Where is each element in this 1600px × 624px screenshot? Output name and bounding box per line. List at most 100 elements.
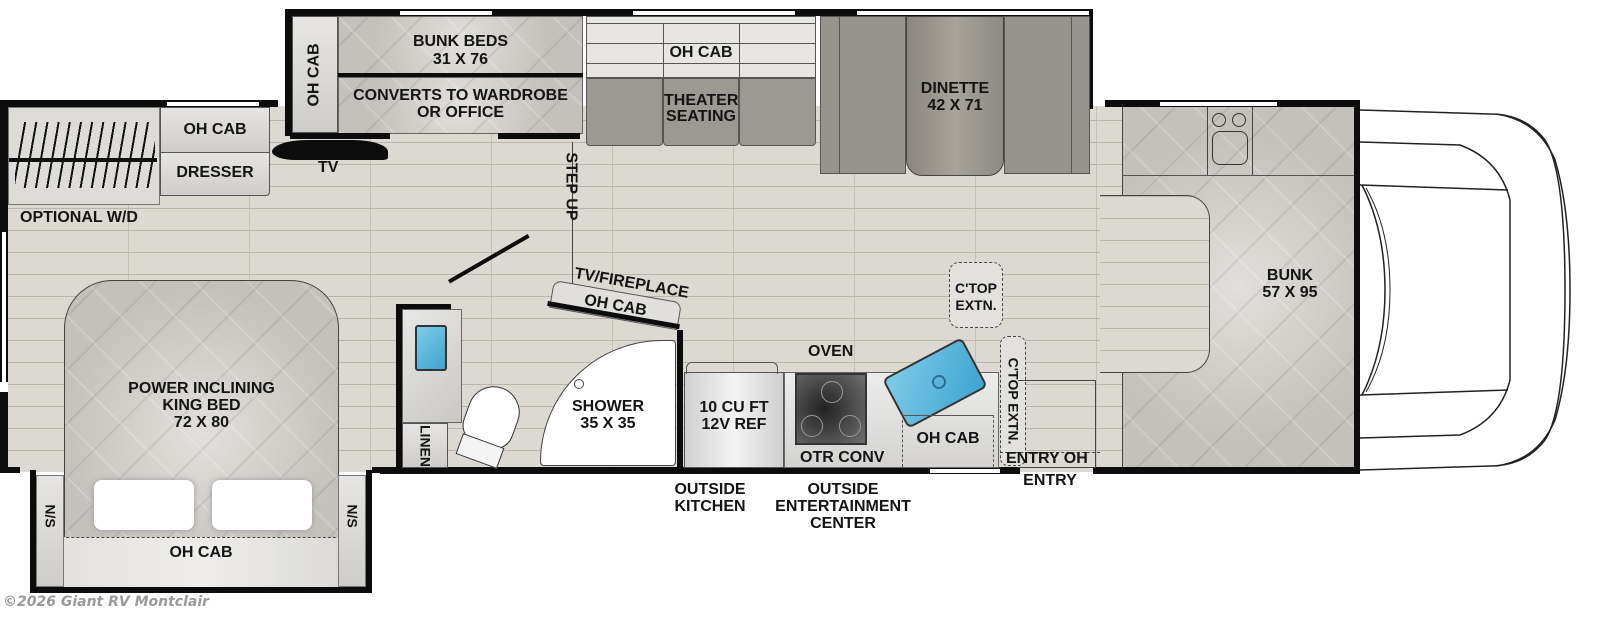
linen-label: LINEN: [417, 424, 434, 467]
theater-seat-center: THEATER SEATING: [663, 78, 739, 146]
bunk-convert-line1: CONVERTS TO WARDROBE: [353, 87, 568, 104]
theater-oh-cab-label: OH CAB: [669, 44, 733, 61]
pillow-left-icon: [94, 480, 194, 530]
entry-oh-label: ENTRY OH: [1006, 450, 1088, 467]
cab-aisle-floor: [1100, 195, 1210, 373]
otr-conv-label: OTR CONV: [800, 449, 885, 466]
theater-seat-left: [586, 78, 663, 146]
entry-label: ENTRY: [1023, 472, 1077, 489]
step-up-label: STEP UP: [562, 152, 580, 221]
rear-oh-cab: OH CAB: [160, 107, 270, 153]
theater-seating-line1: THEATER: [664, 92, 739, 109]
step-up-line: [572, 142, 573, 284]
ctop-extn-upper-line2: EXTN.: [955, 297, 997, 313]
dresser: DRESSER: [160, 152, 270, 196]
bath-wall-left: [396, 306, 402, 470]
bunk-bed-lower: CONVERTS TO WARDROBE OR OFFICE: [338, 77, 583, 134]
watermark: ©2026 Giant RV Montclair: [3, 594, 210, 610]
dinette-size: 42 X 71: [927, 97, 983, 114]
king-bed-line1: POWER INCLINING: [128, 380, 275, 397]
outside-entertainment-line3: CENTER: [810, 515, 876, 532]
front-bunk-title: BUNK: [1266, 267, 1314, 284]
fridge-door-top: [686, 362, 778, 374]
tv-icon: [272, 140, 388, 160]
bottom-wall-mid: [380, 467, 1000, 474]
rear-wall-lower: [0, 392, 8, 472]
top-wall-rear: [0, 100, 278, 107]
theater-oh-cab: OH CAB: [586, 16, 816, 79]
bed-slide-wall-left: [30, 470, 36, 593]
refrigerator: 10 CU FT 12V REF: [684, 372, 784, 468]
king-bed-line2: KING BED: [162, 397, 241, 414]
outside-kitchen-line1: OUTSIDE: [674, 481, 746, 498]
shower-wall-right: [677, 330, 683, 470]
bottom-wall-rear-a: [0, 467, 20, 473]
bed-slide-wall-right: [366, 470, 372, 593]
nightstand-left-label: N/S: [42, 503, 59, 528]
theater-seat-right: [739, 78, 816, 146]
bunk-slide-wall-bottom-a: [290, 133, 390, 139]
entry-oh-cab: [1000, 452, 1100, 468]
bottom-wall-front: [1093, 467, 1360, 474]
shower-title: SHOWER: [572, 398, 644, 415]
front-bunk-window: [1160, 102, 1277, 106]
ctop-extn-side: C'TOP EXTN.: [1000, 336, 1026, 466]
top-window-rear: [167, 102, 259, 106]
bunk-bed-upper: BUNK BEDS 31 X 76: [338, 16, 583, 74]
bed-oh-cab-label: OH CAB: [169, 544, 233, 561]
bunk-slide-wall-bottom-b: [498, 133, 580, 139]
kitchen-oh-cab: OH CAB: [902, 415, 994, 467]
bath-sink-icon: [415, 325, 447, 371]
theater-seating-line2: SEATING: [666, 108, 736, 125]
bath-wall-top: [396, 304, 451, 309]
stovetop-icon: [795, 373, 867, 445]
outside-kitchen-line2: KITCHEN: [674, 498, 746, 515]
hanger-rod-icon: [15, 122, 155, 188]
king-bed: POWER INCLINING KING BED 72 X 80: [64, 280, 339, 585]
ctop-extn-upper-line1: C'TOP: [955, 280, 997, 296]
outside-entertainment-line1: OUTSIDE: [807, 481, 879, 498]
kitchen-window: [930, 469, 1000, 473]
pillow-right-icon: [212, 480, 312, 530]
tv-label: TV: [318, 159, 339, 176]
theater-window: [633, 11, 795, 15]
front-wall-right: [1354, 100, 1360, 473]
nightstand-right: N/S: [338, 475, 366, 587]
dinette-seat-left: [820, 16, 906, 174]
bunk-slide-wall-left: [285, 9, 292, 136]
front-bunk-divider: [1122, 175, 1354, 176]
dinette-seat-right: [1004, 16, 1090, 174]
kitchen-oh-cab-label: OH CAB: [916, 430, 980, 447]
dinette-table: DINETTE 42 X 71: [906, 16, 1004, 176]
bunk-oh-cab-label: OH CAB: [305, 42, 323, 107]
nightstand-left: N/S: [36, 475, 64, 587]
bunk-convert-line2: OR OFFICE: [416, 104, 505, 121]
bottom-wall-rear-b: [372, 467, 386, 473]
dresser-label: DRESSER: [176, 164, 254, 181]
oven-label: OVEN: [808, 343, 854, 360]
fridge-line2: 12V REF: [701, 416, 767, 433]
vehicle-hood-icon: [1360, 109, 1571, 471]
bunk-divider: [338, 73, 583, 77]
rear-window: [2, 232, 6, 392]
front-cooktop-icon: [1207, 107, 1253, 175]
bunk-window: [400, 11, 492, 15]
linen-closet: LINEN: [402, 423, 448, 468]
fridge-line1: 10 CU FT: [699, 399, 769, 416]
nightstand-right-label: N/S: [344, 503, 361, 528]
bed-slide-wall-bottom: [30, 587, 372, 593]
rear-oh-cab-label: OH CAB: [183, 121, 247, 138]
bed-oh-cab: OH CAB: [36, 537, 366, 587]
entry-jamb: [1000, 467, 1020, 474]
dinette-title: DINETTE: [920, 80, 990, 97]
outside-entertainment-line2: ENTERTAINMENT: [775, 498, 911, 515]
front-bunk-size: 57 X 95: [1262, 284, 1318, 301]
bunk-beds-size: 31 X 76: [432, 51, 489, 68]
bunk-slide-wall-right: [1089, 9, 1093, 109]
king-bed-size: 72 X 80: [173, 414, 230, 431]
bunk-beds-title: BUNK BEDS: [412, 33, 509, 50]
entry-step: [1018, 380, 1096, 468]
bunk-oh-cab: OH CAB: [292, 16, 338, 133]
dinette-window: [857, 11, 1090, 15]
ctop-extn-upper: C'TOP EXTN.: [949, 262, 1003, 328]
